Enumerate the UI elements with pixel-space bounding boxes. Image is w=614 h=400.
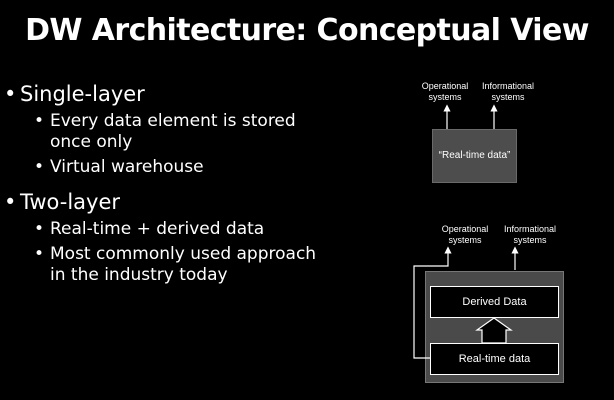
- bullet-dot: •: [4, 82, 17, 106]
- bullet-two-layer: • Two-layer: [4, 188, 380, 216]
- arrow-operational-path: [413, 246, 452, 359]
- bullet-dot: •: [34, 244, 45, 264]
- bullet-dot: •: [4, 190, 17, 214]
- bullet-dot: •: [34, 157, 45, 177]
- bullet-single-layer: • Single-layer: [4, 80, 380, 108]
- sub-bullet-text: Every data element is stored once only: [50, 111, 296, 152]
- bullet-text: Two-layer: [20, 190, 121, 214]
- sub-bullet: • Every data element is stored once only: [34, 111, 330, 153]
- sub-bullet-text: Virtual warehouse: [50, 157, 204, 177]
- sub-bullet: • Real-time + derived data: [34, 219, 330, 240]
- real-time-data-box: Real-time data: [430, 343, 559, 375]
- sub-bullet: • Virtual warehouse: [34, 157, 330, 178]
- bullet-dot: •: [34, 111, 45, 131]
- bullet-dot: •: [34, 219, 45, 239]
- sub-bullet-text: Real-time + derived data: [50, 219, 265, 239]
- slide-title: DW Architecture: Conceptual View: [25, 13, 589, 48]
- sub-bullet: • Most commonly used approach in the ind…: [34, 244, 330, 286]
- bullet-list: • Single-layer • Every data element is s…: [0, 80, 360, 290]
- real-time-data-box: “Real-time data”: [432, 129, 517, 183]
- block-arrow-up-icon: [475, 317, 513, 344]
- bullet-text: Single-layer: [20, 82, 145, 106]
- derived-data-box: Derived Data: [430, 286, 559, 318]
- sub-bullet-text: Most commonly used approach in the indus…: [50, 244, 317, 285]
